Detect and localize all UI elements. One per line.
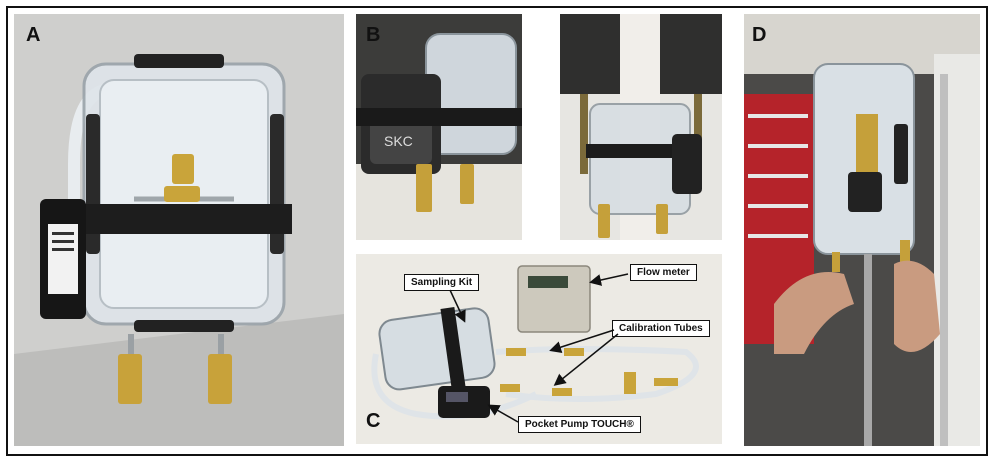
panel-d-label: D xyxy=(752,24,767,46)
sampling-kit-photo-a xyxy=(14,14,344,446)
kit-mounted-photo-b-left: SKC xyxy=(356,14,522,240)
callout-arrows xyxy=(449,273,629,423)
kit-mounted-photo-b-right xyxy=(560,14,722,240)
panel-a-photo xyxy=(14,14,344,446)
callout-pocket-pump: Pocket Pump TOUCH® xyxy=(518,416,641,433)
callout-flow-meter: Flow meter xyxy=(630,264,697,281)
panel-c-label: C xyxy=(366,410,381,432)
callout-sampling-kit: Sampling Kit xyxy=(404,274,480,291)
panel-d-photo xyxy=(744,14,980,446)
panel-b-photo-left: SKC xyxy=(356,14,522,240)
figure-frame xyxy=(6,6,988,456)
kit-handheld-photo-d xyxy=(744,14,980,446)
panel-b-photo-right xyxy=(560,14,722,240)
callout-calibration-tubes: Calibration Tubes xyxy=(612,320,710,337)
panel-b-label: B xyxy=(366,24,381,46)
skc-brand-text: SKC xyxy=(384,133,413,149)
panel-a-label: A xyxy=(26,24,41,46)
